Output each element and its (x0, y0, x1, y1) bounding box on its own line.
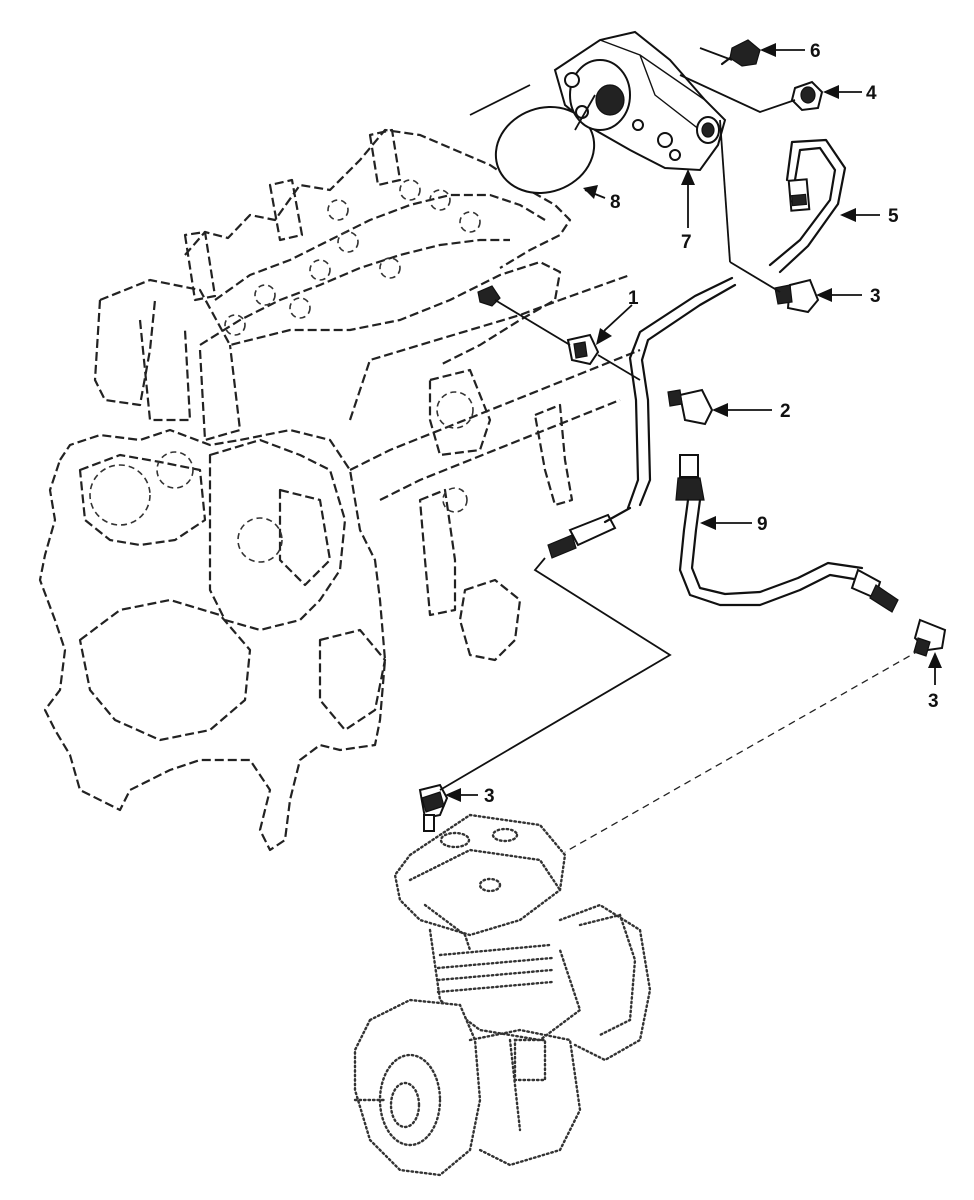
callout-label-4: 4 (866, 83, 877, 104)
callout-label-2: 2 (780, 401, 791, 422)
callout-label-9: 9 (757, 514, 768, 535)
callout-label-1: 1 (628, 288, 639, 309)
engine-block-phantom (38, 128, 641, 852)
part-elbow-upper (719, 119, 820, 314)
part-elbow-fitting (667, 388, 714, 501)
part-elbow-lower (418, 783, 449, 832)
part-bolt (699, 39, 761, 67)
callout-arrows (445, 43, 942, 802)
part-plug (679, 74, 824, 113)
callout-label-8: 8 (610, 192, 621, 213)
callout-label-3-lower: 3 (484, 786, 495, 807)
part-tube-lower (678, 498, 899, 613)
routing-leaders (439, 84, 921, 853)
part-mounting-bracket (553, 30, 727, 172)
callout-label-3-top: 3 (870, 286, 881, 307)
callout-label-3-right: 3 (928, 691, 939, 712)
part-elbow-right (913, 618, 947, 657)
part-cover-plate (494, 105, 596, 195)
air-compressor (353, 813, 652, 1177)
callout-label-7: 7 (681, 232, 692, 253)
callout-labels: 1 2 3 3 3 4 5 6 7 8 9 (484, 41, 939, 807)
part-tube-upper (768, 138, 847, 274)
callout-label-6: 6 (810, 41, 821, 62)
part-fitting (477, 285, 641, 381)
callout-label-5: 5 (888, 206, 899, 227)
part-tube-main (547, 276, 737, 559)
